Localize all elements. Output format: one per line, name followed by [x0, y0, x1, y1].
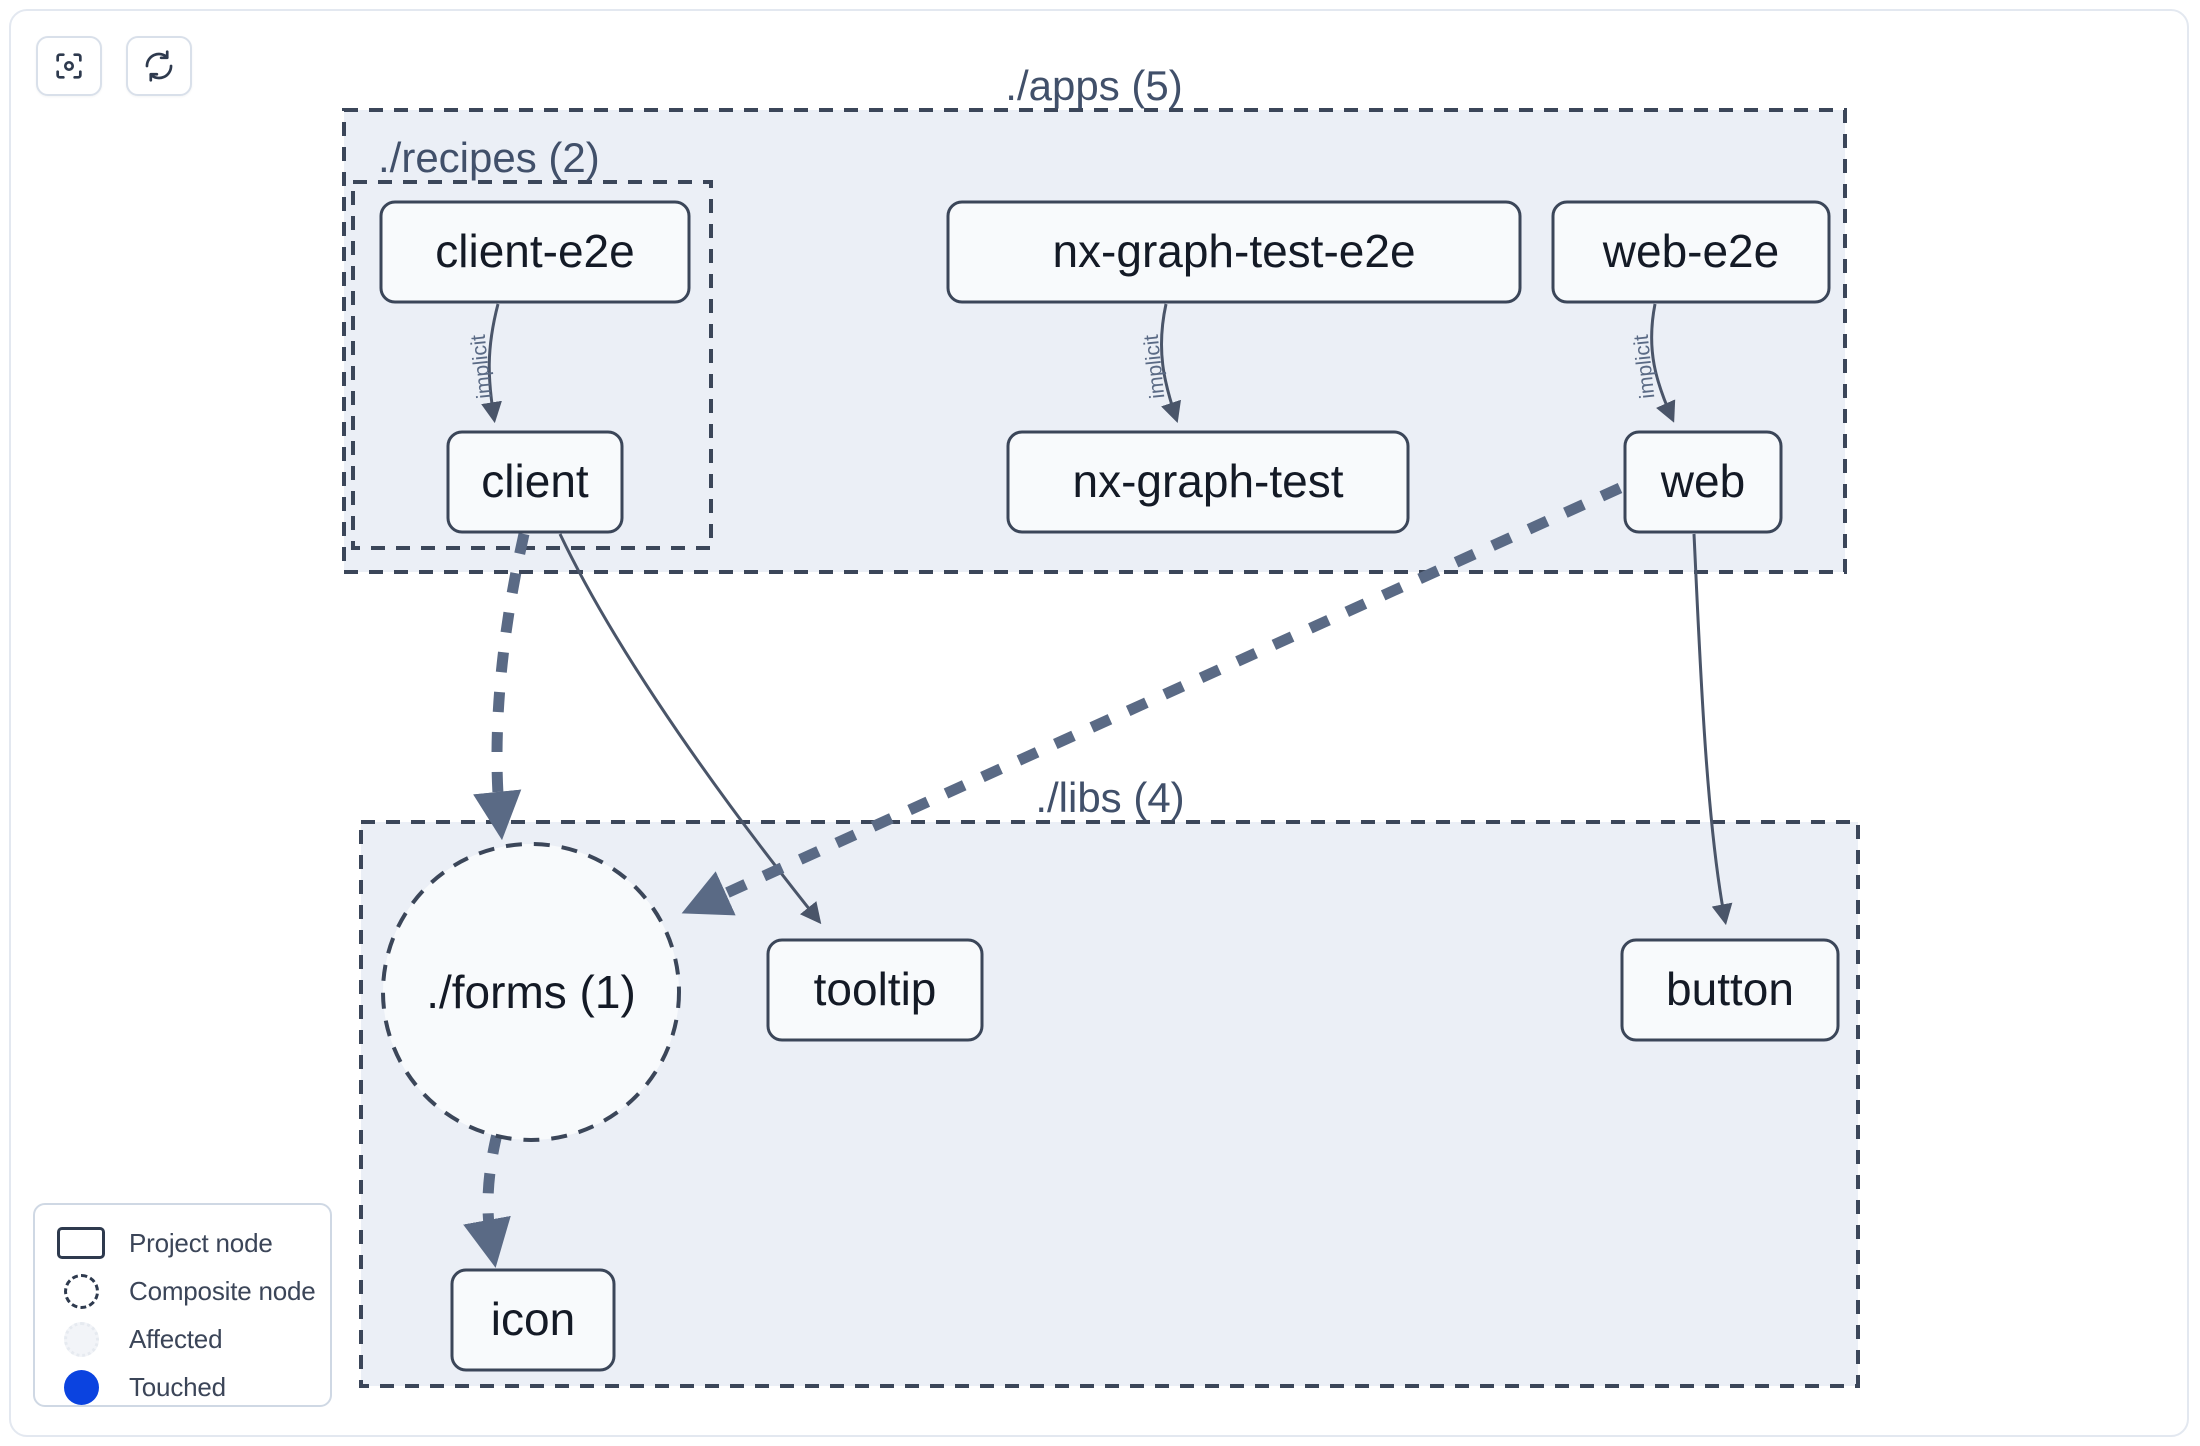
- node-nx-graph-test-rect[interactable]: [1006, 430, 1410, 534]
- node-web-e2e[interactable]: web-e2e: [1551, 200, 1831, 304]
- edge-client-e2e-to-client[interactable]: implicit: [467, 303, 502, 424]
- node-button-rect[interactable]: [1620, 938, 1840, 1042]
- legend-item-affected: Affected: [53, 1315, 312, 1363]
- node-button-label: button: [1666, 963, 1794, 1015]
- edge-client-to-forms[interactable]: [473, 532, 530, 841]
- node-client-e2e-rect[interactable]: [379, 200, 691, 304]
- touched-swatch: [53, 1369, 109, 1405]
- legend-item-composite-node: Composite node: [53, 1267, 316, 1315]
- node-nx-graph-test-e2e-rect[interactable]: [946, 200, 1522, 304]
- node-web-e2e-rect[interactable]: [1551, 200, 1831, 304]
- edge-web-to-button[interactable]: [1692, 533, 1733, 926]
- node-icon[interactable]: icon: [450, 1268, 616, 1372]
- node-tooltip-label: tooltip: [814, 963, 937, 1015]
- legend-label-composite-node: Composite node: [129, 1275, 316, 1306]
- node-button[interactable]: button: [1620, 938, 1840, 1042]
- node-nx-graph-test-e2e-label: nx-graph-test-e2e: [1052, 225, 1415, 277]
- refresh-icon: [142, 49, 176, 83]
- refresh-graph-button[interactable]: [126, 36, 192, 96]
- legend-label-touched: Touched: [129, 1371, 226, 1402]
- group-libs-label: ./libs (4): [1035, 774, 1184, 821]
- node-web[interactable]: web: [1623, 430, 1783, 534]
- node-web-label: web: [1660, 455, 1745, 507]
- edge-web-e2e-to-web[interactable]: implicit: [1630, 303, 1676, 423]
- edge-forms-to-icon[interactable]: [463, 1132, 511, 1268]
- focus-graph-button[interactable]: [36, 36, 102, 96]
- legend-item-touched: Touched: [53, 1363, 312, 1411]
- group-apps-label: ./apps (5): [1005, 62, 1182, 109]
- node-web-rect[interactable]: [1623, 430, 1783, 534]
- legend-label-affected: Affected: [129, 1323, 223, 1354]
- node-web-e2e-label: web-e2e: [1602, 225, 1779, 277]
- legend-item-project-node: Project node: [53, 1219, 312, 1267]
- node-icon-rect[interactable]: [450, 1268, 616, 1372]
- composite-node-swatch: [53, 1273, 109, 1309]
- node-tooltip[interactable]: tooltip: [766, 938, 984, 1042]
- legend-label-project-node: Project node: [129, 1227, 273, 1258]
- node-nx-graph-test-label: nx-graph-test: [1072, 455, 1343, 507]
- group-recipes-label: ./recipes (2): [378, 134, 600, 181]
- node-client-rect[interactable]: [446, 430, 624, 534]
- edge-nx-graph-test-e2e-to-nx-graph-test[interactable]: implicit: [1140, 303, 1181, 423]
- node-forms-label: ./forms (1): [426, 966, 636, 1018]
- node-icon-label: icon: [491, 1293, 575, 1345]
- edge-web-to-forms[interactable]: [681, 482, 1623, 916]
- node-nx-graph-test[interactable]: nx-graph-test: [1006, 430, 1410, 534]
- node-tooltip-rect[interactable]: [766, 938, 984, 1042]
- graph-legend: Project node Composite node Affected Tou…: [33, 1203, 332, 1407]
- graph-toolbar: [36, 36, 192, 96]
- node-forms-circle[interactable]: [381, 842, 681, 1142]
- node-client[interactable]: client: [446, 430, 624, 534]
- project-node-swatch: [53, 1227, 109, 1259]
- node-client-e2e[interactable]: client-e2e: [379, 200, 691, 304]
- node-forms-composite[interactable]: ./forms (1): [381, 842, 681, 1142]
- focus-target-icon: [52, 49, 86, 83]
- affected-swatch: [53, 1321, 109, 1357]
- node-client-e2e-label: client-e2e: [435, 225, 634, 277]
- node-client-label: client: [481, 455, 589, 507]
- node-nx-graph-test-e2e[interactable]: nx-graph-test-e2e: [946, 200, 1522, 304]
